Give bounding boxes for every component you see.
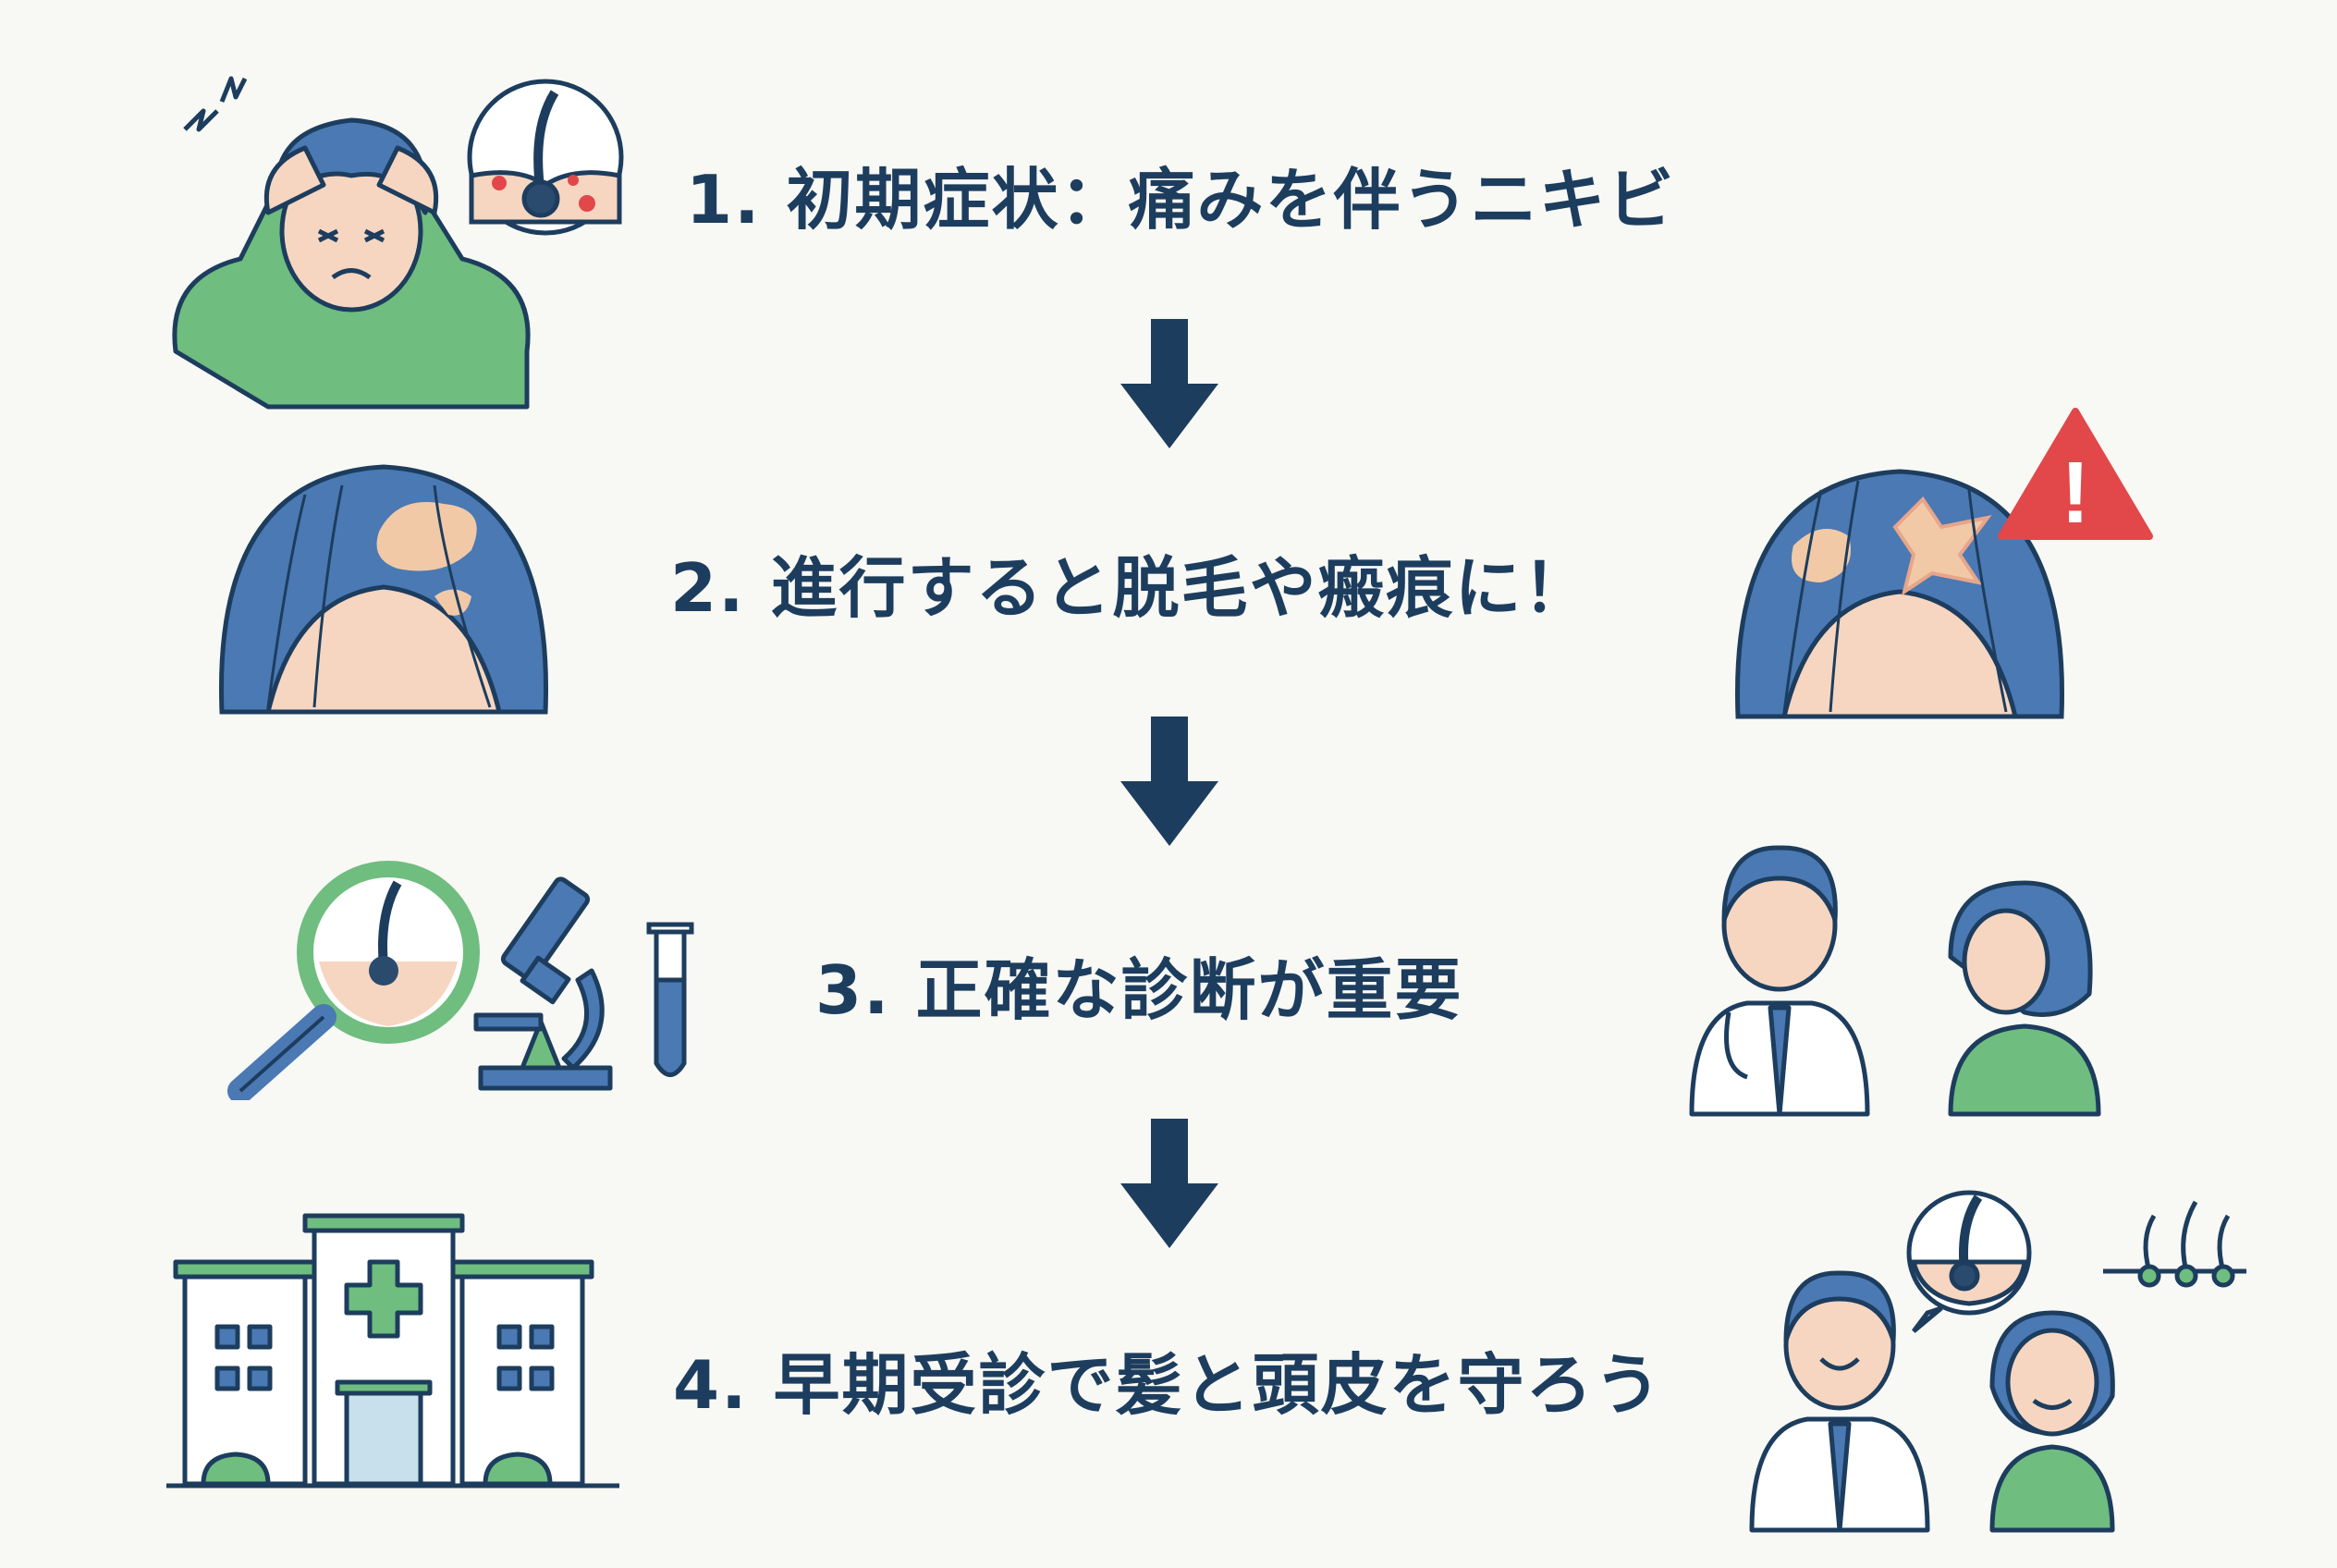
worried-person-illustration xyxy=(172,76,624,410)
healthy-hair-icon xyxy=(2103,1200,2246,1288)
warning-icon: ! xyxy=(1998,408,2153,542)
arrow-down-icon xyxy=(1120,717,1218,846)
lab-diagnosis-illustration xyxy=(227,861,694,1100)
step-2-text: 2. 進行すると脱毛や瘢痕に！ xyxy=(670,549,1592,627)
happy-doctor-patient-illustration xyxy=(1749,1190,2246,1533)
step-4-text: 4. 早期受診で髪と頭皮を守ろう xyxy=(673,1346,1663,1424)
follicle-zoom-icon xyxy=(467,79,624,236)
warning-mark: ! xyxy=(2061,444,2090,542)
worried-person-icon xyxy=(172,76,531,410)
happy-doctor-patient-icon xyxy=(1749,1270,2115,1533)
scarred-head-icon xyxy=(1734,469,2065,719)
magnifier-icon xyxy=(227,861,480,1100)
step-3-text: 3. 正確な診断が重要 xyxy=(815,951,1463,1029)
step-1-text: 1. 初期症状：痛みを伴うニキビ xyxy=(686,161,1676,239)
microscope-icon xyxy=(473,876,613,1091)
scarred-head-illustration: ! xyxy=(1734,408,2153,719)
follicle-bubble-icon xyxy=(1906,1190,2032,1333)
arrow-down-icon xyxy=(1120,319,1218,448)
bald-patch-head-icon xyxy=(218,464,549,715)
hospital-icon xyxy=(166,1213,619,1488)
test-tube-icon xyxy=(646,922,694,1077)
doctor-patient-icon xyxy=(1689,845,2101,1117)
arrow-down-icon xyxy=(1120,1119,1218,1248)
